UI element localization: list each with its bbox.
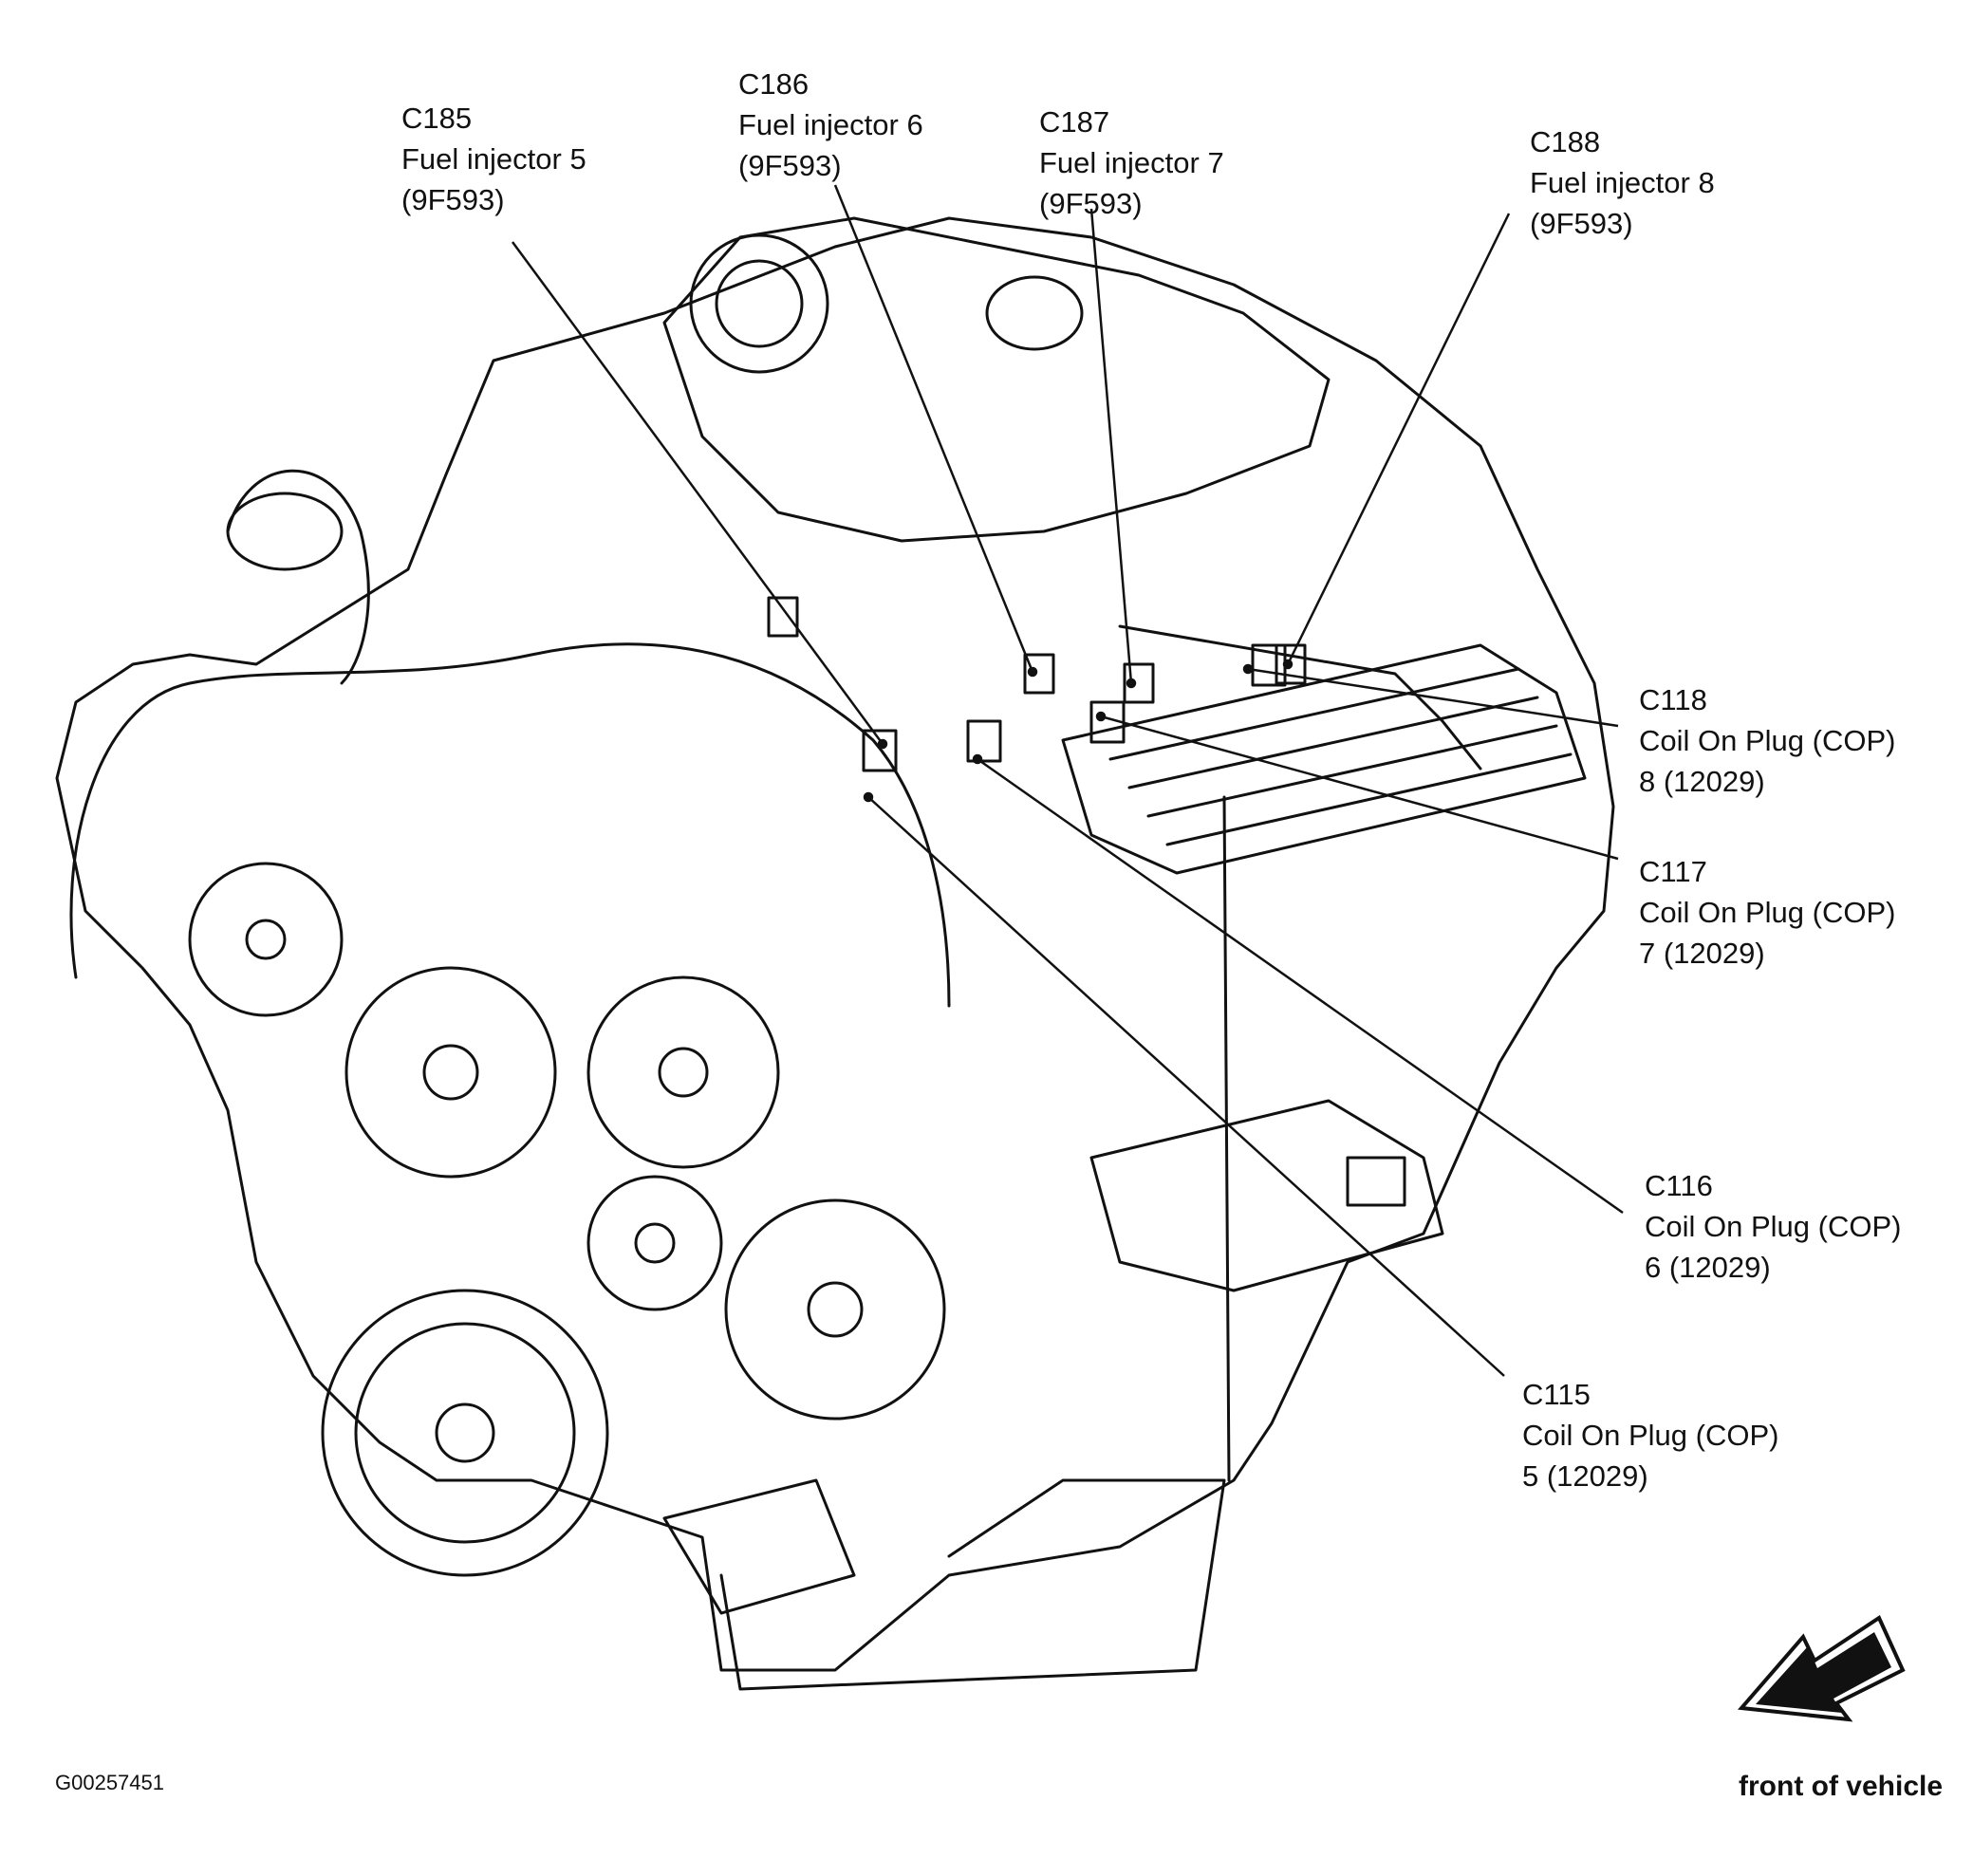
alternator-pulley — [586, 975, 780, 1169]
part-number: (9F593) — [1530, 207, 1633, 240]
connector-id: C118 — [1639, 683, 1707, 716]
fuel-rail — [1118, 624, 1482, 771]
connector-id: C187 — [1039, 105, 1110, 139]
leader-c187 — [1089, 208, 1133, 684]
leader-c186 — [833, 184, 1034, 673]
part-number: 6 (12029) — [1645, 1251, 1771, 1284]
oil-filter — [662, 1478, 856, 1615]
component-name: Fuel injector 5 — [401, 142, 586, 176]
valve-cover — [1061, 643, 1587, 875]
leader-c185 — [511, 241, 884, 745]
oil-pan — [719, 1478, 1226, 1691]
part-number: (9F593) — [738, 149, 842, 182]
tensioner-pulley — [586, 1175, 723, 1311]
throttle-body — [689, 233, 829, 374]
part-number: 8 (12029) — [1639, 765, 1765, 798]
label-c118: C118 Coil On Plug (COP) 8 (12029) — [1639, 679, 1895, 802]
injector-connector-8 — [1275, 643, 1307, 685]
injector-connector-6 — [1023, 653, 1055, 695]
figure-id: G00257451 — [55, 1771, 164, 1794]
connector-id: C117 — [1639, 855, 1707, 888]
injector-connector-5 — [767, 596, 799, 638]
oil-fill-cap — [226, 492, 344, 571]
part-number: 7 (12029) — [1639, 937, 1765, 970]
label-c116: C116 Coil On Plug (COP) 6 (12029) — [1645, 1165, 1901, 1288]
cop-connector-5 — [862, 729, 898, 772]
water-pump-pulley — [344, 966, 557, 1179]
component-name: Coil On Plug (COP) — [1639, 896, 1896, 929]
label-c117: C117 Coil On Plug (COP) 7 (12029) — [1639, 851, 1895, 974]
idler-pulley — [188, 862, 344, 1017]
leader-c188 — [1286, 213, 1511, 665]
power-steering-pulley — [724, 1198, 946, 1421]
dipstick-tube — [1222, 795, 1231, 1482]
engine-outline — [55, 216, 1615, 1672]
crankshaft-pulley — [321, 1289, 609, 1577]
egr-valve — [985, 275, 1084, 351]
connector-id: C116 — [1645, 1169, 1713, 1202]
label-c185: C185 Fuel injector 5 (9F593) — [401, 98, 586, 220]
label-c187: C187 Fuel injector 7 (9F593) — [1039, 102, 1224, 224]
part-number: (9F593) — [1039, 187, 1143, 220]
leader-c115 — [867, 796, 1505, 1377]
label-c188: C188 Fuel injector 8 (9F593) — [1530, 121, 1715, 244]
injector-connector-7 — [1123, 662, 1155, 704]
connector-id: C186 — [738, 67, 810, 101]
wiring-harness — [69, 642, 951, 1008]
component-name: Coil On Plug (COP) — [1639, 724, 1896, 757]
label-c115: C115 Coil On Plug (COP) 5 (12029) — [1522, 1374, 1778, 1496]
front-of-vehicle-label: front of vehicle — [1739, 1771, 1944, 1802]
component-name: Coil On Plug (COP) — [1522, 1419, 1779, 1452]
intake-manifold — [662, 216, 1331, 543]
cop-connector-6 — [966, 719, 1002, 763]
connector-id: C188 — [1530, 125, 1601, 158]
exhaust-manifold — [1089, 1099, 1444, 1292]
label-c186: C186 Fuel injector 6 (9F593) — [738, 64, 923, 186]
part-number: 5 (12029) — [1522, 1459, 1648, 1493]
leader-c118 — [1247, 667, 1619, 728]
connector-id: C185 — [401, 102, 473, 135]
leader-c116 — [977, 757, 1624, 1215]
leader-c117 — [1100, 715, 1619, 861]
component-name: Coil On Plug (COP) — [1645, 1210, 1902, 1243]
connector-id: C115 — [1522, 1378, 1591, 1411]
component-name: Fuel injector 8 — [1530, 166, 1715, 199]
part-number: (9F593) — [401, 183, 505, 216]
component-name: Fuel injector 6 — [738, 108, 923, 141]
component-name: Fuel injector 7 — [1039, 146, 1224, 179]
